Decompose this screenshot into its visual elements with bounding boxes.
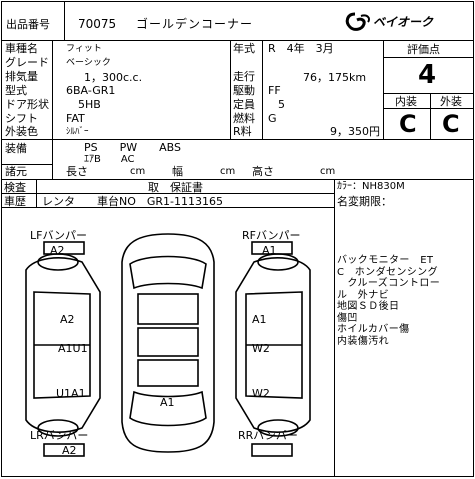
door-label: ドア形状 [5, 98, 49, 111]
equip-label-split [1, 164, 53, 165]
capacity-value: 5 [278, 98, 285, 111]
lf-bumper-label: LFバンパー [30, 229, 88, 242]
header-col-divider [64, 1, 65, 40]
interior-value: C [399, 110, 417, 138]
equip-label: 装備 [5, 142, 27, 155]
score-value: 4 [418, 60, 437, 90]
notes-col [334, 179, 335, 477]
fuel-value: G [268, 112, 277, 125]
lot-label: 出品番号 [6, 18, 50, 31]
logo-text: ベイオーク [373, 15, 434, 29]
exterior-value: C [442, 110, 460, 138]
shift-label: シフト [5, 112, 38, 125]
color-value: ｼﾙﾊﾞｰ [66, 127, 89, 137]
dim-height-unit: cm [320, 166, 336, 177]
right-door-rear-value: W2 [252, 342, 270, 355]
inspection-label: 検査 [4, 181, 26, 194]
capacity-label: 定員 [233, 98, 255, 111]
drive-label: 駆動 [233, 84, 255, 97]
mileage-label: 走行 [233, 70, 255, 83]
grade-label: グレード [5, 56, 49, 69]
ie-label-divider [383, 108, 474, 109]
exterior-label: 外装 [440, 95, 462, 108]
rtax-label: R料 [233, 125, 252, 138]
header-divider [1, 40, 474, 41]
equipment-notes: バックモニター ET C ホンダセンシング クルーズコントロー ル 外ナビ 地図… [337, 255, 441, 347]
logo-swirl-icon [345, 12, 371, 31]
dim-length-label: 長さ [66, 165, 88, 178]
cc-label: 排気量 [5, 70, 38, 83]
lf-bumper-value: A2 [50, 244, 65, 257]
auction-name: ゴールデンコーナー [136, 17, 254, 31]
left-quarter-value: U1A1 [56, 387, 86, 400]
equip-line1: PS PW ABS [84, 141, 181, 154]
year-label: 年式 [233, 42, 255, 55]
drive-value: FF [268, 84, 281, 97]
trunk-value: A1 [160, 396, 175, 409]
cc-value: 1，300c.c. [84, 71, 143, 84]
name-value: フィット [66, 44, 102, 54]
equip-bottom [1, 179, 474, 180]
grade-split [430, 93, 431, 139]
color-label: 外装色 [5, 125, 38, 138]
specs-bottom [1, 139, 474, 140]
dim-length-unit: cm [130, 166, 146, 177]
lr-bumper-value: A2 [62, 444, 77, 457]
spec-right-label-col [262, 40, 263, 139]
interior-label: 内装 [395, 95, 417, 108]
model-label: 型式 [5, 84, 27, 97]
history-value: レンタ 車台NO GR1-1113165 [42, 195, 224, 208]
grade-value: ベーシック [66, 58, 111, 68]
left-door-front-value: A2 [60, 313, 75, 326]
spec-label-col [52, 40, 53, 139]
inspect-bottom [1, 207, 334, 208]
equip-line2: ｴｱB AC [84, 154, 135, 165]
spec-mid-col [230, 40, 231, 139]
score-divider [383, 93, 474, 94]
model-value: 6BA-GR1 [66, 84, 116, 97]
dim-width-label: 幅 [172, 165, 183, 178]
door-value: 5HB [78, 98, 101, 111]
year-value: R 4年 3月 [268, 42, 334, 55]
equip-label-col [52, 139, 53, 179]
inspect-split [1, 193, 334, 194]
right-quarter-value: W2 [252, 387, 270, 400]
mileage-value: 76，175km [303, 71, 367, 84]
left-door-rear-value: A1U1 [58, 342, 88, 355]
name-label: 車種名 [5, 42, 38, 55]
rr-bumper-label: RRバンパー [238, 429, 298, 442]
lot-number: 70075 [78, 17, 117, 31]
score-label: 評価点 [407, 43, 440, 56]
grade-col [383, 40, 384, 139]
car-damage-diagram [25, 233, 311, 457]
rf-bumper-label: RFバンパー [242, 229, 301, 242]
title-date: 名変期限： [337, 195, 392, 208]
fuel-label: 燃料 [233, 112, 255, 125]
dimensions-label: 諸元 [5, 165, 27, 178]
history-label: 車歴 [4, 195, 26, 208]
shift-value: FAT [66, 112, 85, 125]
score-label-divider [383, 57, 474, 58]
right-door-front-value: A1 [252, 313, 267, 326]
dim-height-label: 高さ [252, 165, 274, 178]
rtax-value: 9，350円 [330, 125, 380, 138]
color-code: ｶﾗｰ：NH830M [337, 181, 405, 192]
dim-width-unit: cm [220, 166, 236, 177]
baioku-logo: ベイオーク [343, 10, 468, 34]
lr-bumper-label: LRバンパー [30, 429, 89, 442]
certificate-text: 取 保証書 [148, 181, 203, 194]
rf-bumper-value: A1 [262, 244, 277, 257]
